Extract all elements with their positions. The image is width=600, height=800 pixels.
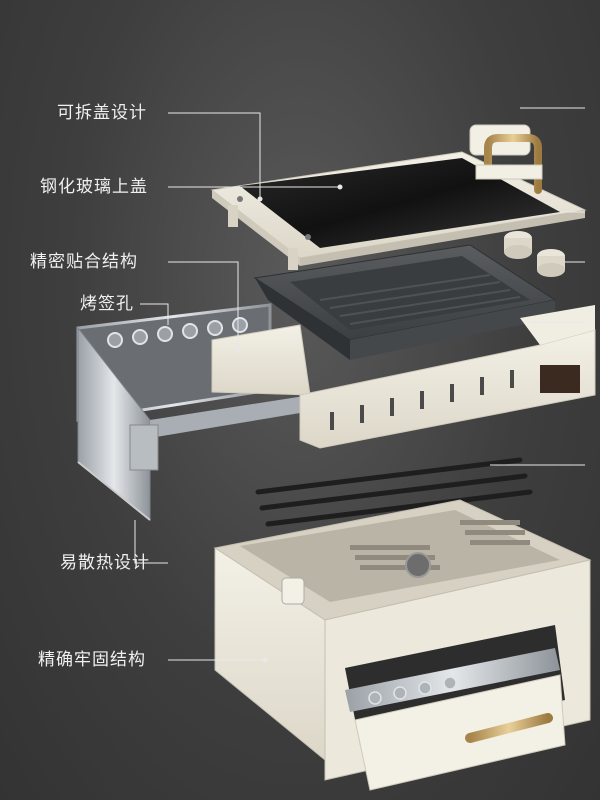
skewer-holes-row (107, 317, 248, 348)
label-precise-fit: 精密贴合结构 (30, 252, 138, 272)
drip-drawer (345, 625, 566, 791)
lid-screw (305, 234, 311, 240)
heating-frame (211, 305, 596, 449)
label-removable-lid: 可拆盖设计 (57, 103, 147, 123)
label-tempered-glass-lid: 钢化玻璃上盖 (40, 177, 148, 197)
gear-motor (405, 552, 431, 578)
label-sturdy-structure: 精确牢固结构 (38, 650, 146, 670)
lid-handle (469, 124, 543, 194)
control-knobs (504, 231, 565, 277)
heating-rods (255, 457, 533, 527)
lid-screw (237, 196, 243, 202)
baking-pan (253, 244, 557, 360)
leader-lines (134, 107, 585, 661)
label-skewer-holes: 烤签孔 (80, 294, 134, 314)
label-heat-dissipation: 易散热设计 (60, 553, 150, 573)
